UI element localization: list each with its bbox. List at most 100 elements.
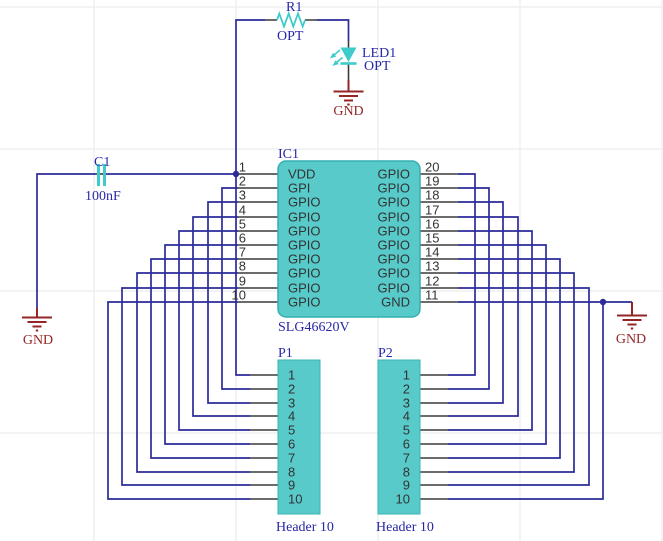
p1-pin-number: 4 bbox=[288, 409, 295, 424]
ic1-body[interactable] bbox=[277, 160, 421, 318]
ic1-pin-name: GPIO bbox=[377, 252, 410, 267]
p2-pin-number: 6 bbox=[403, 437, 410, 452]
ic1-pin-number: 9 bbox=[239, 274, 246, 289]
ic1-pin-name: GPIO bbox=[288, 281, 321, 296]
ic1-pin-name: GPIO bbox=[377, 181, 410, 196]
ic1-pin-number: 11 bbox=[425, 288, 439, 303]
ic1-designator[interactable]: IC1 bbox=[278, 147, 299, 162]
p1-body[interactable] bbox=[277, 359, 321, 515]
ic1-pin-number: 3 bbox=[239, 188, 246, 203]
led-emission-arrowhead-2 bbox=[332, 60, 339, 66]
junction-dot-vdd bbox=[232, 170, 240, 178]
ic1-pin-name: GPIO bbox=[377, 238, 410, 253]
ic1-pin-number: 7 bbox=[239, 245, 246, 260]
wire-vdd-net[interactable] bbox=[235, 19, 265, 376]
gnd-label-left: GND bbox=[23, 333, 53, 348]
ic1-pin-name: GPIO bbox=[288, 252, 321, 267]
p1-pin-number: 6 bbox=[288, 437, 295, 452]
ic-ic1[interactable]: IC1 SLG46620V 1 2 3 4 5 6 7 8 9 10 VDD G… bbox=[232, 147, 440, 335]
ic1-pin-name: GPIO bbox=[377, 167, 410, 182]
ic1-pin-name: GPIO bbox=[377, 224, 410, 239]
gnd-icon-top bbox=[333, 80, 364, 106]
p1-pin-number: 3 bbox=[288, 396, 295, 411]
ic1-pin-name: GPI bbox=[288, 181, 310, 196]
p1-pin-number: 8 bbox=[288, 465, 295, 480]
wire-r1-to-led1[interactable] bbox=[317, 19, 350, 41]
ic1-pin-name: GPIO bbox=[377, 266, 410, 281]
ic1-pin-number: 20 bbox=[425, 160, 439, 175]
wires-ic-to-p1[interactable] bbox=[107, 187, 250, 500]
ic1-pin-name: VDD bbox=[288, 167, 315, 182]
p1-pin-number: 2 bbox=[288, 382, 295, 397]
ic1-pin-name: GND bbox=[381, 295, 410, 310]
ic1-pin-name: GPIO bbox=[288, 195, 321, 210]
p2-pin-number: 1 bbox=[403, 368, 410, 383]
gnd-symbol-left[interactable]: GND bbox=[22, 308, 53, 348]
p2-pin-number: 2 bbox=[403, 382, 410, 397]
ic1-pin-number: 10 bbox=[232, 288, 246, 303]
p2-pin-number: 9 bbox=[403, 478, 410, 493]
ic1-left-pin-leads bbox=[238, 173, 278, 303]
capacitor-c1[interactable]: C1 100nF bbox=[85, 155, 121, 204]
resistor-r1[interactable]: R1 OPT bbox=[276, 0, 306, 44]
resistor-zigzag-icon bbox=[276, 10, 306, 30]
p2-part[interactable]: Header 10 bbox=[376, 520, 434, 535]
p1-pin-number: 9 bbox=[288, 478, 295, 493]
connector-p1[interactable]: P1 Header 10 1 2 3 4 5 6 7 8 9 10 bbox=[276, 346, 334, 535]
c1-value[interactable]: 100nF bbox=[85, 189, 121, 204]
ic1-pin-name: GPIO bbox=[288, 210, 321, 225]
ic1-pin-number: 18 bbox=[425, 188, 439, 203]
ic1-pin-number: 8 bbox=[239, 259, 246, 274]
capacitor-plates-icon bbox=[97, 164, 106, 186]
ic1-pin-name: GPIO bbox=[288, 238, 321, 253]
p1-pin-leads bbox=[250, 374, 278, 500]
gnd-symbol-top[interactable]: GND bbox=[333, 80, 364, 119]
p2-pin-number: 10 bbox=[396, 492, 410, 507]
p1-designator[interactable]: P1 bbox=[278, 346, 293, 361]
ic1-pin-name: GPIO bbox=[288, 266, 321, 281]
gnd-symbol-right[interactable]: GND bbox=[616, 302, 647, 347]
gnd-icon-right bbox=[617, 302, 647, 330]
wire-c1-left-to-gnd[interactable] bbox=[36, 173, 96, 308]
p2-pin-leads bbox=[420, 374, 448, 500]
p2-pin-number: 5 bbox=[403, 423, 410, 438]
p1-part[interactable]: Header 10 bbox=[276, 520, 334, 535]
ic1-part-number[interactable]: SLG46620V bbox=[278, 320, 350, 335]
gnd-icon-left bbox=[22, 308, 52, 332]
ic1-pin-number: 13 bbox=[425, 259, 439, 274]
ic1-pin-name: GPIO bbox=[377, 210, 410, 225]
c1-designator[interactable]: C1 bbox=[94, 155, 110, 170]
ic1-pin-number: 15 bbox=[425, 231, 439, 246]
p2-pin-number: 8 bbox=[403, 465, 410, 480]
r1-designator[interactable]: R1 bbox=[286, 0, 302, 15]
r1-value[interactable]: OPT bbox=[277, 29, 304, 44]
ic1-pin-number: 6 bbox=[239, 231, 246, 246]
led1-designator[interactable]: LED1 bbox=[362, 46, 396, 61]
p1-pin-number: 1 bbox=[288, 368, 295, 383]
junction-dot-gnd bbox=[599, 298, 607, 306]
ic1-pin-name: GPIO bbox=[377, 195, 410, 210]
p2-pin-number: 3 bbox=[403, 396, 410, 411]
wires-ic-to-p2[interactable] bbox=[448, 173, 632, 500]
ic1-pin-number: 5 bbox=[239, 217, 246, 232]
led1-value[interactable]: OPT bbox=[364, 59, 391, 74]
ic1-pin-number: 17 bbox=[425, 203, 439, 218]
ic1-pin-name: GPIO bbox=[288, 295, 321, 310]
led-triangle-icon bbox=[340, 47, 357, 62]
p1-pin-number: 7 bbox=[288, 451, 295, 466]
ic1-pin-name: GPIO bbox=[377, 281, 410, 296]
gnd-label-right: GND bbox=[616, 332, 646, 347]
p2-body[interactable] bbox=[377, 359, 421, 515]
ic1-pin-number: 12 bbox=[425, 274, 439, 289]
p2-designator[interactable]: P2 bbox=[378, 346, 393, 361]
ic1-pin-number: 19 bbox=[425, 174, 439, 189]
ic1-right-pin-leads bbox=[420, 173, 458, 303]
ic1-pin-number: 14 bbox=[425, 245, 439, 260]
p2-pin-number: 4 bbox=[403, 409, 410, 424]
led-led1[interactable]: LED1 OPT bbox=[330, 46, 396, 74]
gnd-label-top: GND bbox=[333, 104, 363, 119]
connector-p2[interactable]: P2 Header 10 1 2 3 4 5 6 7 8 9 10 bbox=[376, 346, 434, 535]
led-emission-arrowhead-1 bbox=[330, 52, 337, 59]
